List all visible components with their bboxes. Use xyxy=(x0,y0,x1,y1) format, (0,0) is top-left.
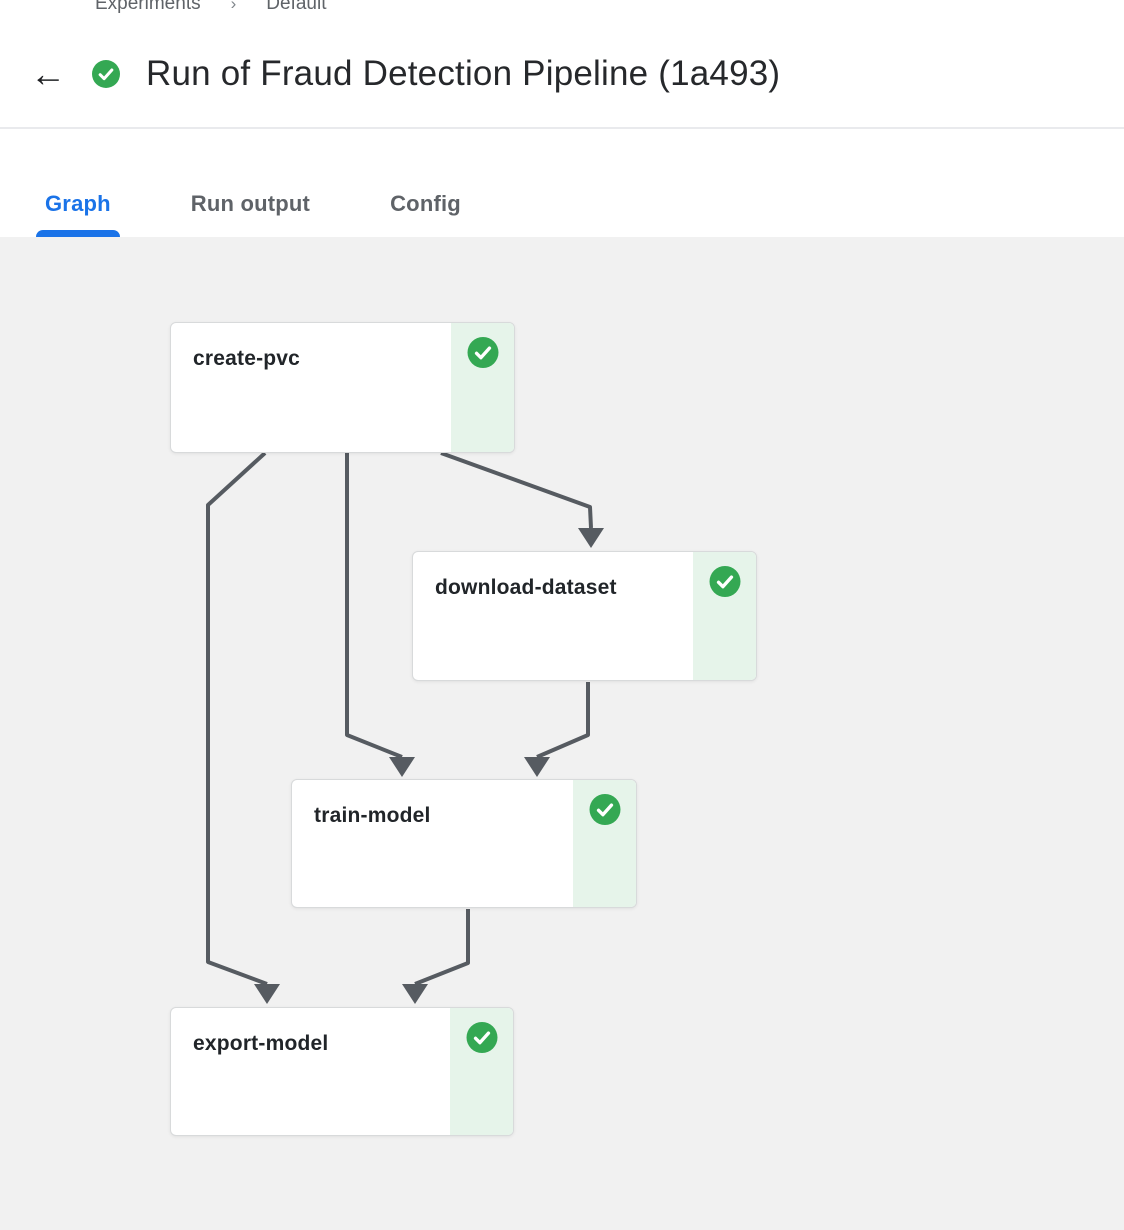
page-header: Experiments › Default ← Run of Fraud Det… xyxy=(0,0,1124,129)
pipeline-node-train-model[interactable]: train-model xyxy=(291,779,637,908)
node-status-strip xyxy=(451,323,514,452)
node-status-strip xyxy=(693,552,756,680)
success-check-icon xyxy=(709,566,740,597)
pipeline-node-download-dataset[interactable]: download-dataset xyxy=(412,551,757,681)
tab-run-output[interactable]: Run output xyxy=(182,191,319,237)
node-label: create-pvc xyxy=(193,347,301,370)
tab-underline-placeholder xyxy=(381,230,470,237)
node-status-strip xyxy=(573,780,636,907)
edge-create-pvc-to-export-model xyxy=(206,451,268,986)
success-check-icon xyxy=(589,794,620,825)
breadcrumb-experiments[interactable]: Experiments xyxy=(95,0,201,14)
edge-train-model-to-export-model xyxy=(414,909,470,986)
arrowhead-icon xyxy=(524,757,550,777)
node-label: export-model xyxy=(193,1032,329,1055)
node-label: train-model xyxy=(314,804,431,827)
pipeline-edges-layer xyxy=(206,451,604,1004)
breadcrumb: Experiments › Default xyxy=(95,0,326,15)
tab-graph-label: Graph xyxy=(45,191,111,216)
node-label: download-dataset xyxy=(435,576,617,599)
success-check-icon xyxy=(467,337,498,368)
pipeline-node-export-model[interactable]: export-model xyxy=(170,1007,514,1136)
tab-underline-placeholder xyxy=(182,230,319,237)
arrowhead-icon xyxy=(254,984,280,1004)
pipeline-graph-canvas[interactable]: create-pvc download-dataset train-model exp… xyxy=(0,237,1124,1230)
tab-run-output-label: Run output xyxy=(190,191,311,216)
tab-graph[interactable]: Graph xyxy=(36,191,120,237)
pipeline-node-create-pvc[interactable]: create-pvc xyxy=(170,322,515,453)
arrowhead-icon xyxy=(389,757,415,777)
title-row: ← Run of Fraud Detection Pipeline (1a493… xyxy=(30,48,780,100)
tab-bar: Graph Run output Config xyxy=(0,129,1124,237)
tab-config[interactable]: Config xyxy=(381,191,470,237)
breadcrumb-default[interactable]: Default xyxy=(266,0,327,14)
node-status-strip xyxy=(450,1008,513,1135)
back-button[interactable]: ← xyxy=(30,53,66,94)
active-tab-underline xyxy=(36,230,120,237)
arrowhead-icon xyxy=(402,984,428,1004)
tab-config-label: Config xyxy=(390,191,461,216)
breadcrumb-separator-icon: › xyxy=(230,0,237,13)
success-check-icon xyxy=(466,1022,497,1053)
run-success-check-icon xyxy=(92,60,120,88)
arrowhead-icon xyxy=(578,528,604,548)
edge-create-pvc-to-train-model xyxy=(345,453,403,759)
page-title: Run of Fraud Detection Pipeline (1a493) xyxy=(146,54,781,93)
edge-download-dataset-to-train-model xyxy=(536,682,590,759)
edge-create-pvc-to-download-dataset xyxy=(440,451,593,529)
